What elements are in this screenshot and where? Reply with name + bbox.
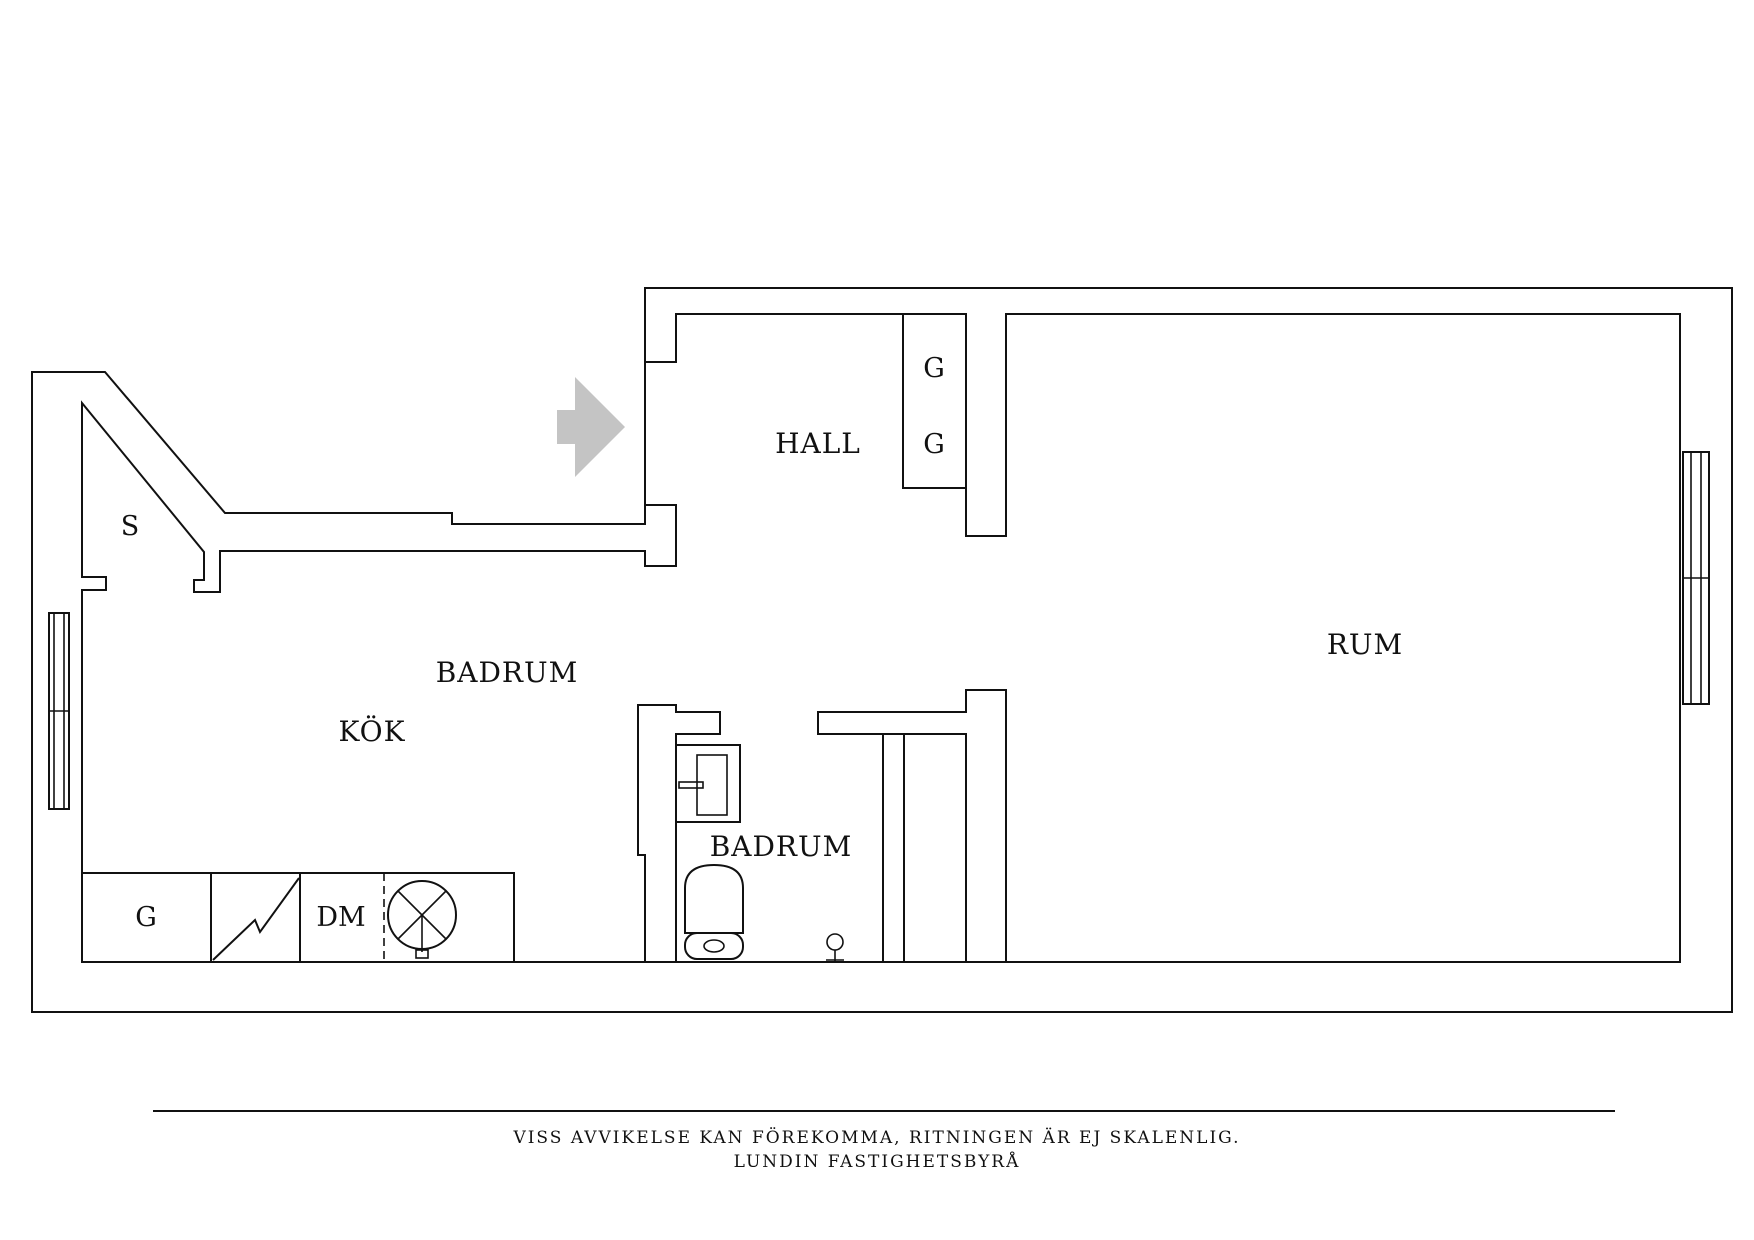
- room-label-badrum-upper: BADRUM: [436, 656, 579, 689]
- room-label-hall: HALL: [775, 427, 861, 460]
- window-right-icon: [1682, 451, 1710, 705]
- toilet-icon: [684, 863, 744, 960]
- room-label-rum: RUM: [1327, 628, 1403, 661]
- footer-divider: [153, 1110, 1615, 1112]
- disclaimer-text: VISS AVVIKELSE KAN FÖREKOMMA, RITNINGEN …: [513, 1128, 1241, 1148]
- stove-icon: [212, 877, 300, 961]
- entrance-arrow-icon: [557, 377, 625, 477]
- dishwasher-label: DM: [316, 902, 365, 933]
- room-label-s: S: [121, 511, 140, 542]
- agency-name: LUNDIN FASTIGHETSBYRÅ: [733, 1152, 1021, 1172]
- inner-wall-outline: [81, 313, 1681, 963]
- room-label-badrum-lower: BADRUM: [710, 830, 853, 863]
- sink-icon: [675, 744, 741, 823]
- fan-icon: [387, 880, 457, 959]
- kitchen-cabinet-label: G: [135, 902, 157, 933]
- window-icon: [48, 612, 70, 810]
- wardrobe-label-2: G: [923, 429, 945, 460]
- room-label-kok: KÖK: [338, 714, 405, 748]
- wardrobe-block: [902, 313, 967, 489]
- outer-wall: [31, 287, 1733, 1013]
- bath-door-wall: [882, 733, 905, 963]
- shower-icon: [826, 933, 844, 962]
- wardrobe-label-1: G: [923, 353, 945, 384]
